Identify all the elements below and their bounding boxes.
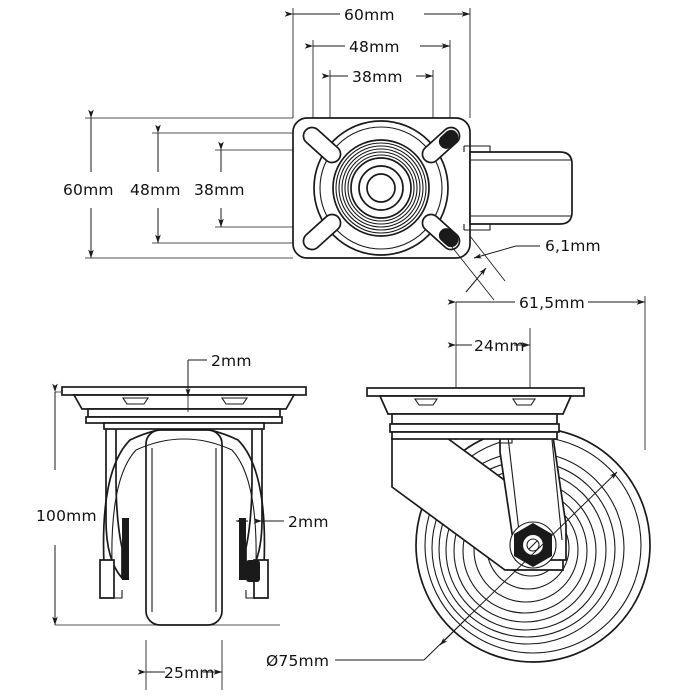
- swivel-ball-race: [332, 139, 430, 237]
- dim-plate-thickness-top: 2mm: [211, 352, 252, 370]
- side-plate-taper: [378, 395, 573, 415]
- dim-wheel-diameter: Ø75mm: [266, 652, 329, 670]
- bolt-slot-bottom-left: [302, 213, 342, 251]
- front-fork-leg-right: [245, 423, 263, 581]
- side-plate-countersink-left: [413, 398, 439, 406]
- dim-bolt-outer-h: 48mm: [349, 38, 400, 56]
- front-fork-leg-left: [105, 423, 123, 581]
- dim-bolt-outer-v: 48mm: [130, 181, 181, 199]
- side-view: 61,5mm 24mm: [266, 294, 651, 670]
- side-plate-race-2: [389, 423, 560, 433]
- dim-overall-length: 61,5mm: [519, 294, 585, 312]
- top-view-horn: [463, 145, 573, 231]
- front-plate-race-3: [103, 422, 265, 430]
- dim-plate-height: 60mm: [63, 181, 114, 199]
- front-plate-top: [61, 386, 307, 396]
- slot-width-callout: [451, 235, 540, 301]
- wheel-diameter-callout: [335, 471, 618, 661]
- side-plate-top: [366, 387, 585, 397]
- side-plate-countersink-right: [511, 398, 537, 406]
- dim-slot-width: 6,1mm: [545, 237, 601, 255]
- front-plate-taper: [72, 394, 296, 410]
- kingpin-washer: [350, 157, 412, 219]
- front-plate-countersink-right: [220, 397, 249, 405]
- bolt-slot-top-left: [302, 126, 342, 164]
- front-plate-race-2: [85, 416, 283, 424]
- dim-plate-thickness-side: 2mm: [288, 513, 329, 531]
- side-plate-race-3: [391, 431, 558, 440]
- dim-offset: 24mm: [474, 337, 525, 355]
- top-vertical-dimensions: [88, 109, 224, 259]
- top-horizontal-dimensions: [284, 11, 471, 79]
- front-view: 100mm 25mm: [36, 352, 329, 690]
- front-wheel-tread: [145, 429, 223, 626]
- wheel-hub: [509, 521, 557, 569]
- side-plate-race-1: [391, 413, 558, 425]
- side-mounting-plate: [366, 387, 585, 440]
- dim-plate-width: 60mm: [344, 6, 395, 24]
- swivel-raceway-inner: [319, 126, 443, 250]
- plate-thickness-callout-top: [185, 359, 207, 412]
- dim-overall-height: 100mm: [36, 507, 97, 525]
- front-fork: [99, 423, 269, 599]
- front-fork-shell-inner: [111, 438, 257, 566]
- kingpin-bolt-head: [366, 173, 396, 203]
- front-plate-race-1: [87, 408, 281, 418]
- front-plate-countersink-left: [121, 397, 150, 405]
- dim-tread-width: 25mm: [164, 664, 215, 682]
- bolt-slots: [302, 126, 461, 251]
- top-view: 60mm 48mm 38mm 60mm 48mm 38mm: [63, 6, 601, 301]
- front-mounting-plate: [61, 386, 307, 430]
- dim-bolt-inner-v: 38mm: [194, 181, 245, 199]
- dim-bolt-inner-h: 38mm: [352, 68, 403, 86]
